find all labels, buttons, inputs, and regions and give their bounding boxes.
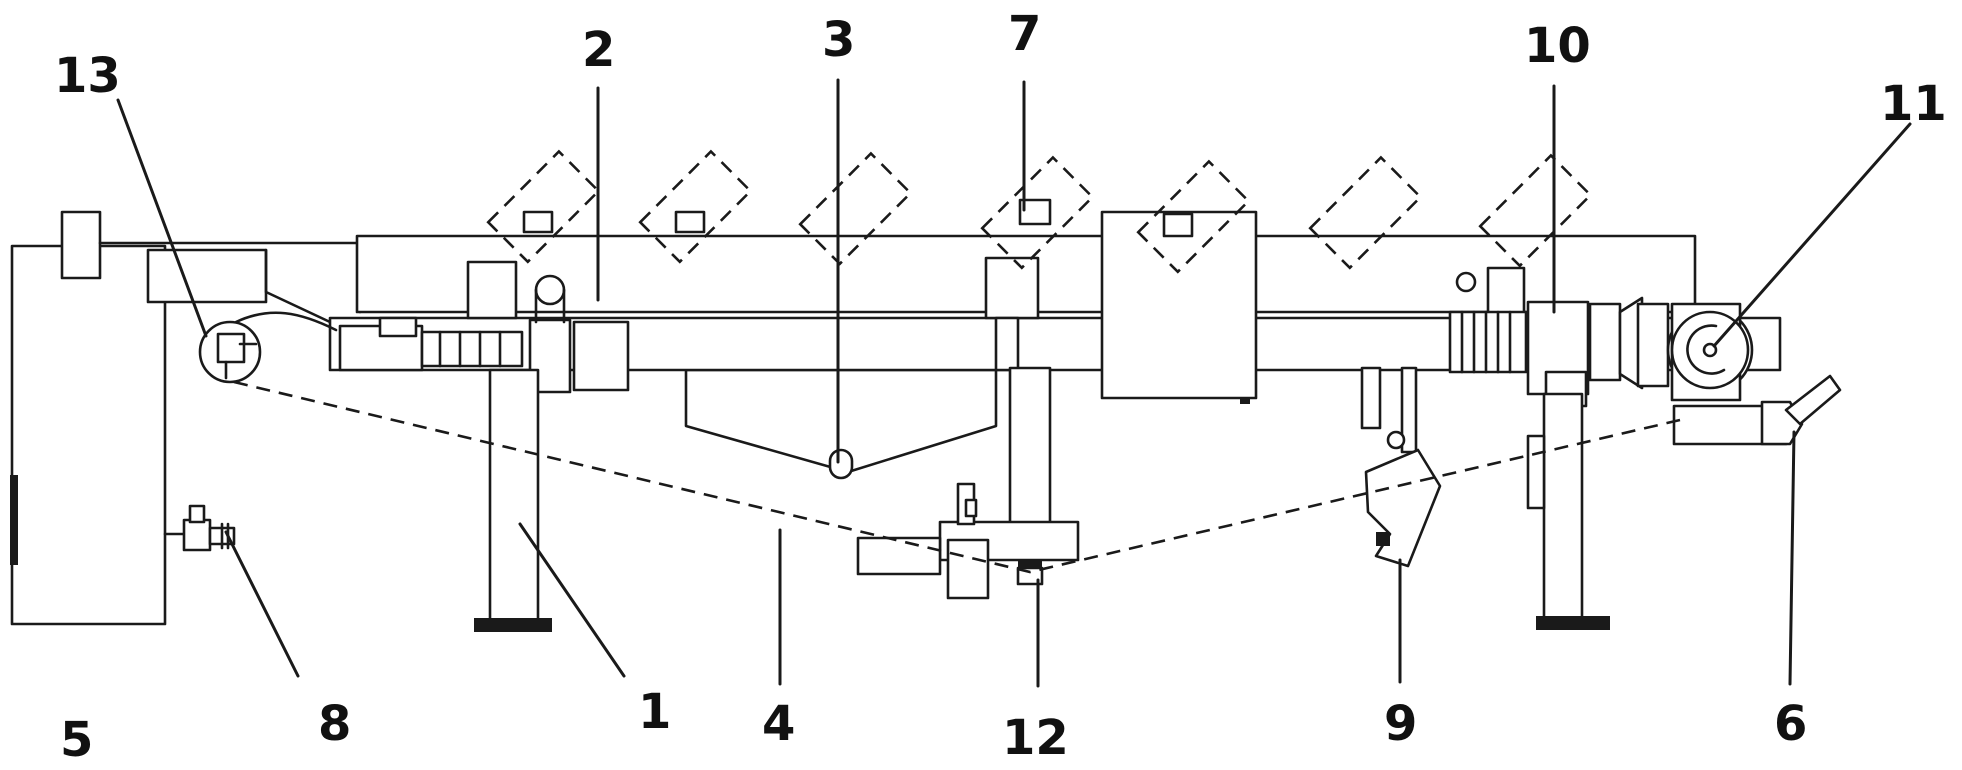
end-wheel-drive bbox=[1618, 296, 1754, 402]
leader-lines bbox=[116, 78, 1912, 688]
callout-13: 13 bbox=[54, 48, 121, 104]
callout-10: 10 bbox=[1524, 18, 1591, 74]
side-valve bbox=[163, 504, 236, 552]
tilting-bucket bbox=[1360, 366, 1442, 568]
callout-4: 4 bbox=[762, 696, 795, 752]
dashed-belt-path bbox=[233, 380, 1681, 574]
left-pulley bbox=[198, 311, 338, 384]
central-housing bbox=[1100, 210, 1258, 404]
callout-6: 6 bbox=[1774, 696, 1807, 752]
control-cabinet bbox=[10, 210, 362, 626]
callout-1: 1 bbox=[638, 684, 671, 740]
callout-2: 2 bbox=[582, 22, 615, 78]
callout-8: 8 bbox=[318, 696, 351, 752]
callout-3: 3 bbox=[822, 12, 855, 68]
middle-support bbox=[856, 316, 1080, 600]
callout-7: 7 bbox=[1008, 6, 1041, 62]
left-support-leg bbox=[474, 368, 552, 632]
callout-9: 9 bbox=[1384, 696, 1417, 752]
callout-12: 12 bbox=[1002, 710, 1069, 766]
clamp-blocks bbox=[466, 256, 1526, 320]
callout-5: 5 bbox=[60, 712, 93, 768]
tensioner-unit bbox=[1672, 374, 1842, 446]
hopper-trough bbox=[684, 368, 998, 480]
callout-labels: 13 2 3 7 10 11 5 8 1 4 12 9 6 bbox=[54, 6, 1947, 768]
right-support-and-motor bbox=[1448, 300, 1622, 630]
callout-11: 11 bbox=[1880, 76, 1947, 132]
